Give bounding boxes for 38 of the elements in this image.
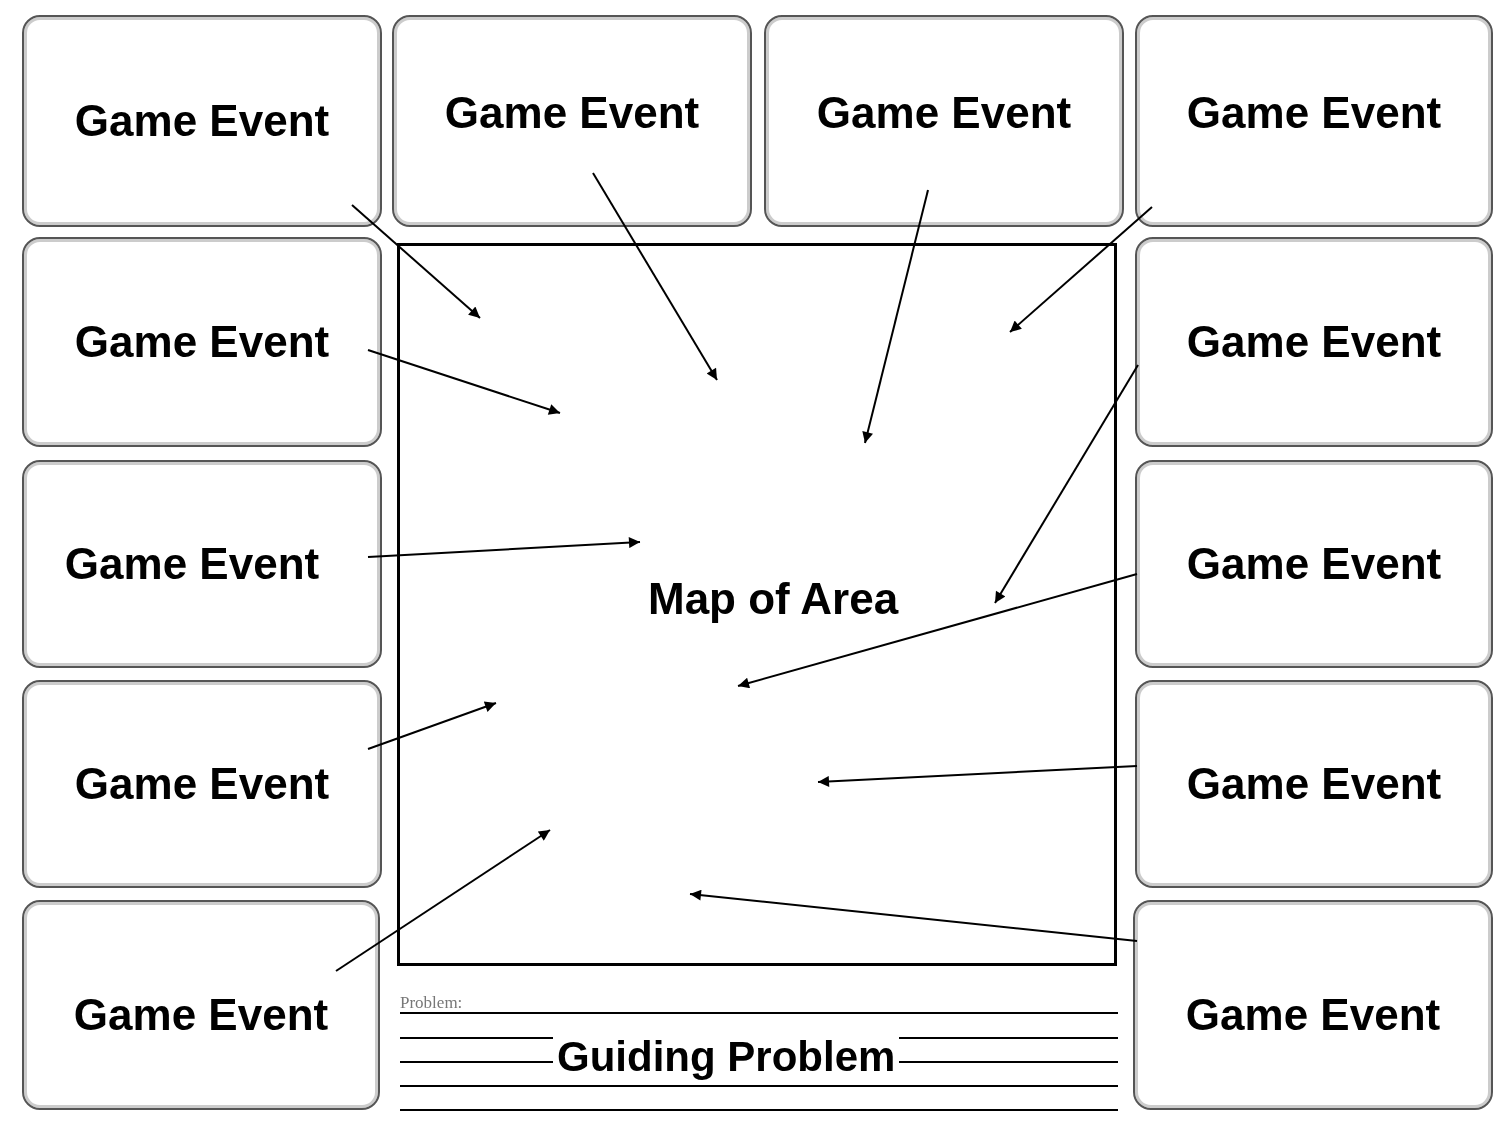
arrow [817,765,1138,787]
card-title: Game Event [64,539,320,589]
arrow [592,172,718,381]
card-title: Game Event [74,96,330,146]
event-card [1135,460,1493,668]
card-title: Game Event [1186,759,1442,809]
event-card [22,460,382,668]
event-card [1135,680,1493,888]
card-title: Game Event [74,317,330,367]
arrow [994,364,1139,604]
event-card [22,15,382,227]
card-title: Game Event [1185,990,1441,1040]
arrow [367,701,497,750]
arrow [335,829,551,972]
card-title: Game Event [74,759,330,809]
event-card [1135,15,1493,227]
card-title: Game Event [1186,539,1442,589]
event-card [22,680,382,888]
field-label: Problem: [400,993,463,1013]
card-title: Game Event [816,88,1072,138]
card-title: Game Event [444,88,700,138]
card-title: Game Event [1186,88,1442,138]
arrow [689,889,1138,942]
event-card [1135,237,1493,447]
event-card [22,900,380,1110]
arrow [367,349,561,415]
arrow [1009,206,1153,333]
card-title: Game Event [1186,317,1442,367]
arrow [367,537,641,558]
map-area-box [397,243,1117,966]
arrow [737,573,1138,689]
event-card [22,237,382,447]
event-card [1133,900,1493,1110]
arrow [862,189,929,444]
event-card [392,15,752,227]
event-card [764,15,1124,227]
map-title: Map of Area [648,574,899,624]
card-title: Game Event [73,990,329,1040]
